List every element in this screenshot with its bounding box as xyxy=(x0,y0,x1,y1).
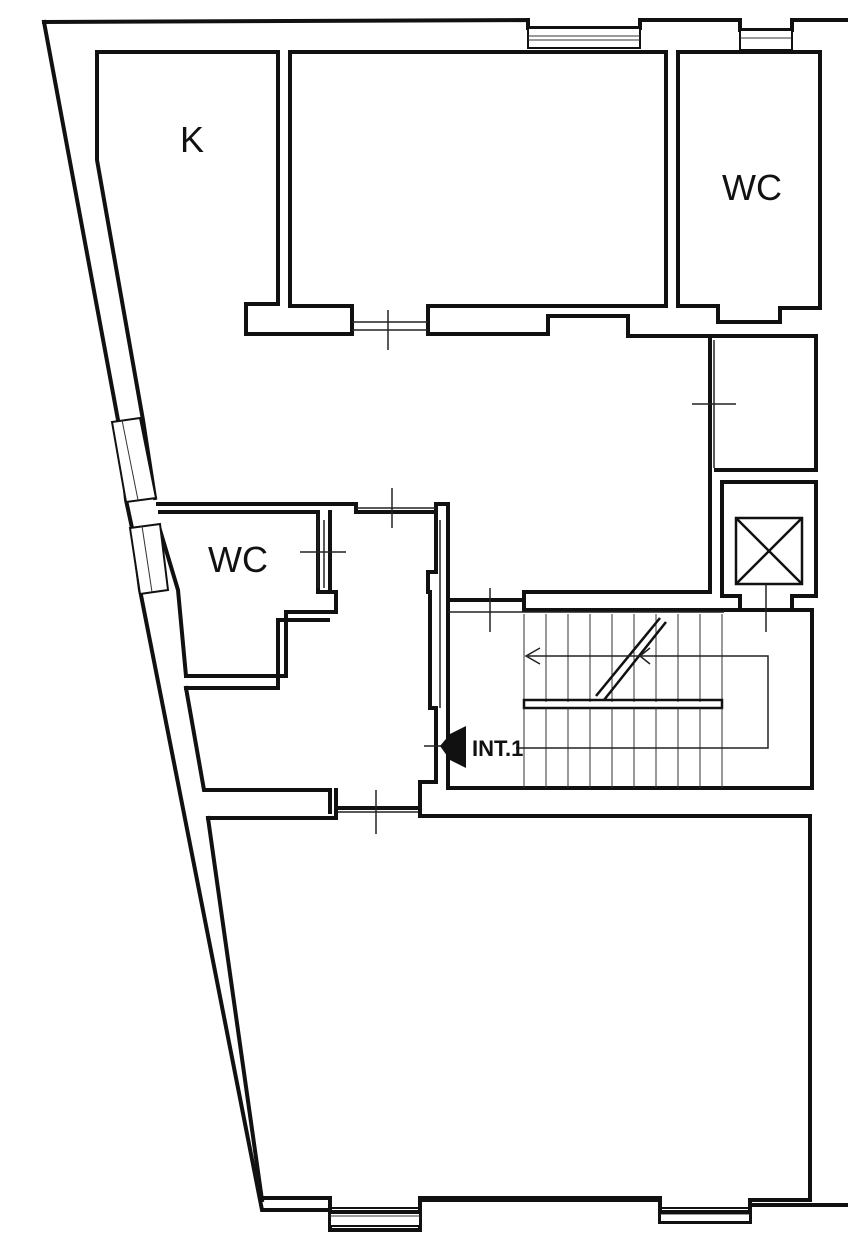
room-wc-upper xyxy=(676,50,822,324)
room-wc-lower xyxy=(158,510,338,678)
entrance-arrow-icon xyxy=(424,726,466,768)
stair-treads-upper xyxy=(523,614,723,702)
right-closet xyxy=(522,334,818,612)
label-entrance: INT.1 xyxy=(472,736,523,761)
room-upper-center xyxy=(288,50,718,338)
label-kitchen: K xyxy=(180,119,204,160)
stair-direction-arrow-icon xyxy=(516,647,769,749)
upper-rooms xyxy=(95,50,822,350)
lower-wc-area xyxy=(156,488,812,834)
window-top-center xyxy=(527,27,641,49)
window-left-lower xyxy=(128,522,170,596)
room-lower-large xyxy=(206,810,812,1214)
room-kitchen xyxy=(95,50,354,336)
label-wc-upper: WC xyxy=(722,167,782,208)
window-top-right xyxy=(739,29,793,51)
window-left-upper xyxy=(110,416,158,504)
windows xyxy=(110,27,793,1227)
label-wc-lower: WC xyxy=(208,539,268,580)
staircase xyxy=(446,588,814,790)
elevator-cross-icon xyxy=(735,517,803,585)
